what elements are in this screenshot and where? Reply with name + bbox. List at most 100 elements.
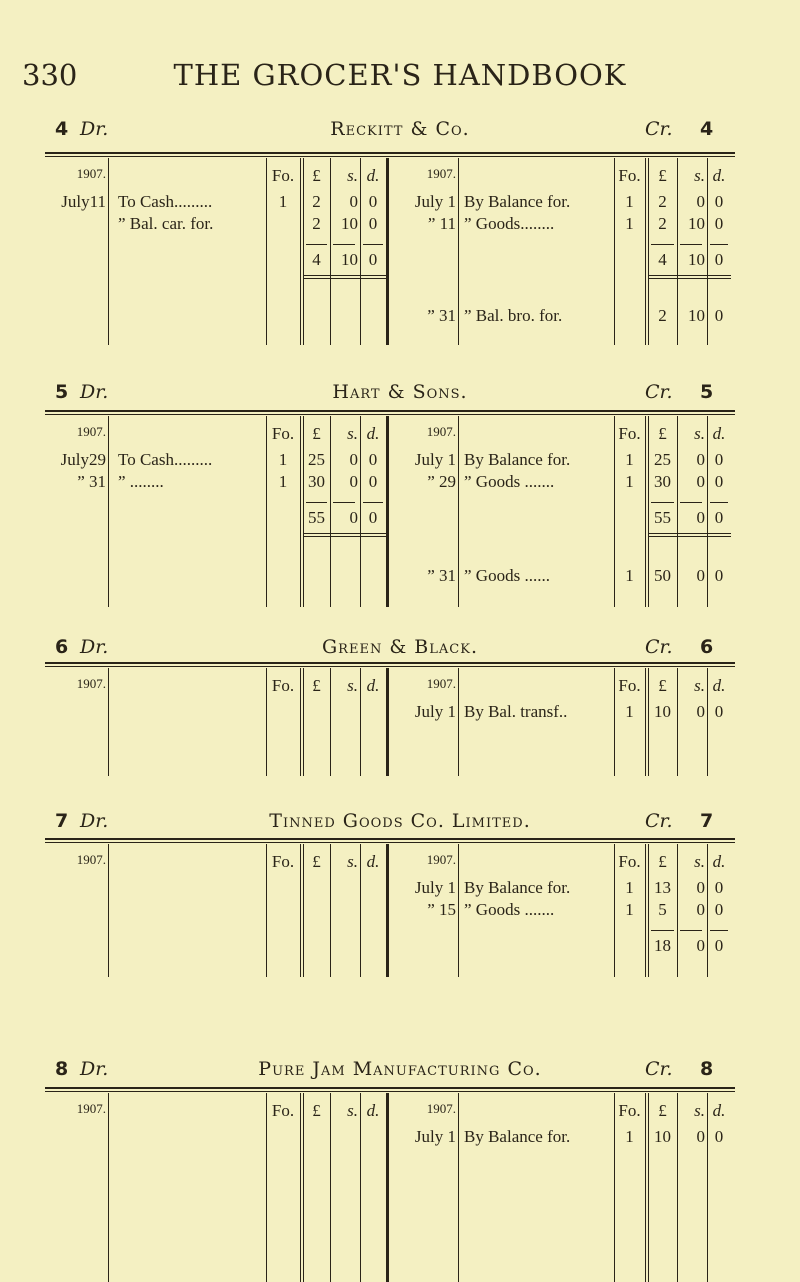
- underline-rule: [333, 244, 355, 245]
- column-divider: [677, 668, 678, 776]
- column-divider: [300, 844, 301, 977]
- column-divider: [614, 1093, 615, 1282]
- column-divider: [386, 158, 389, 345]
- column-divider: [330, 844, 331, 977]
- debit-date: ” 31: [77, 472, 106, 491]
- account-number-credit: 8: [700, 1058, 714, 1080]
- column-header-fo: Fo.: [618, 424, 641, 443]
- column-divider: [648, 844, 649, 977]
- debit-date: July29: [60, 450, 106, 469]
- credit-particulars: By Balance for.: [464, 878, 571, 897]
- credit-pounds: 25: [654, 450, 671, 469]
- debit-pounds: 55: [308, 508, 325, 527]
- column-divider: [648, 416, 649, 607]
- underline-rule: [680, 502, 702, 503]
- credit-date: July 1: [414, 192, 456, 211]
- column-divider: [303, 416, 304, 607]
- credit-shillings: 0: [696, 450, 706, 469]
- debit-pence: 0: [368, 192, 378, 211]
- credit-particulars: ” Bal. bro. for.: [464, 306, 563, 325]
- credit-label: Cr.: [645, 381, 673, 403]
- column-divider: [707, 416, 708, 607]
- debit-folio: 1: [278, 192, 288, 211]
- credit-folio: 1: [625, 192, 634, 211]
- credit-particulars: By Balance for.: [464, 1127, 571, 1146]
- underline-rule: [651, 244, 674, 245]
- column-header-shillings: s.: [694, 676, 705, 695]
- credit-shillings: 0: [696, 566, 706, 585]
- column-divider: [300, 668, 301, 776]
- credit-pence: 0: [714, 214, 724, 233]
- credit-date: ” 31: [427, 306, 456, 325]
- credit-pounds: 2: [658, 214, 667, 233]
- credit-label: Cr.: [645, 118, 673, 140]
- column-header-shillings: s.: [347, 166, 358, 185]
- column-divider: [303, 668, 304, 776]
- account-number: 8: [55, 1058, 69, 1080]
- credit-folio: 1: [625, 702, 634, 721]
- credit-pounds: 2: [658, 306, 667, 325]
- column-header-shillings: s.: [694, 166, 705, 185]
- credit-date: July 1: [414, 1127, 456, 1146]
- column-divider: [266, 416, 267, 607]
- column-header-shillings: s.: [694, 852, 705, 871]
- account-number: 7: [55, 810, 69, 832]
- credit-pounds: 10: [654, 1127, 671, 1146]
- column-divider: [108, 416, 109, 607]
- credit-pounds: 5: [658, 900, 667, 919]
- account-number: 5: [55, 381, 69, 403]
- credit-date: July 1: [414, 450, 456, 469]
- column-divider: [458, 158, 459, 345]
- column-header-pounds: £: [658, 852, 667, 871]
- underline-rule: [333, 502, 355, 503]
- column-divider: [645, 668, 646, 776]
- column-header-pounds: £: [658, 1101, 667, 1120]
- credit-pounds: 13: [654, 878, 671, 897]
- column-header-year: 1907.: [76, 852, 106, 867]
- column-header-shillings: s.: [694, 1101, 705, 1120]
- debit-shillings: 0: [349, 450, 359, 469]
- debit-shillings: 10: [341, 214, 358, 233]
- account-number-credit: 5: [700, 381, 714, 403]
- column-divider: [707, 668, 708, 776]
- column-divider: [648, 158, 649, 345]
- underline-rule: [363, 502, 383, 503]
- column-header-pence: d.: [712, 852, 726, 871]
- debit-label: Dr.: [80, 381, 109, 403]
- column-divider: [266, 668, 267, 776]
- column-divider: [300, 416, 301, 607]
- column-divider: [645, 1093, 646, 1282]
- page-header: 330 THE GROCER'S HANDBOOK: [0, 58, 800, 98]
- column-divider: [360, 844, 361, 977]
- debit-particulars: ” Bal. car. for.: [118, 214, 214, 233]
- credit-shillings: 0: [696, 508, 706, 527]
- column-divider: [614, 158, 615, 345]
- column-header-year: 1907.: [76, 1101, 106, 1116]
- column-divider: [677, 844, 678, 977]
- column-header-pence: d.: [712, 676, 726, 695]
- credit-shillings: 0: [696, 936, 706, 955]
- column-divider: [108, 1093, 109, 1282]
- column-header-fo: Fo.: [271, 166, 295, 185]
- debit-label: Dr.: [80, 636, 109, 658]
- debit-particulars: ” ........: [118, 472, 164, 491]
- debit-label: Dr.: [80, 118, 109, 140]
- debit-shillings: 0: [349, 472, 359, 491]
- column-divider: [707, 1093, 708, 1282]
- credit-shillings: 0: [696, 702, 706, 721]
- credit-pence: 0: [714, 566, 724, 585]
- double-rule: [45, 838, 735, 843]
- credit-folio: 1: [625, 1127, 634, 1146]
- column-header-pence: d.: [366, 424, 380, 443]
- debit-pence: 0: [368, 250, 378, 269]
- double-rule: [45, 410, 735, 415]
- credit-particulars: ” Goods .......: [464, 472, 555, 491]
- column-header-pence: d.: [366, 166, 380, 185]
- total-double-rule: [303, 275, 386, 279]
